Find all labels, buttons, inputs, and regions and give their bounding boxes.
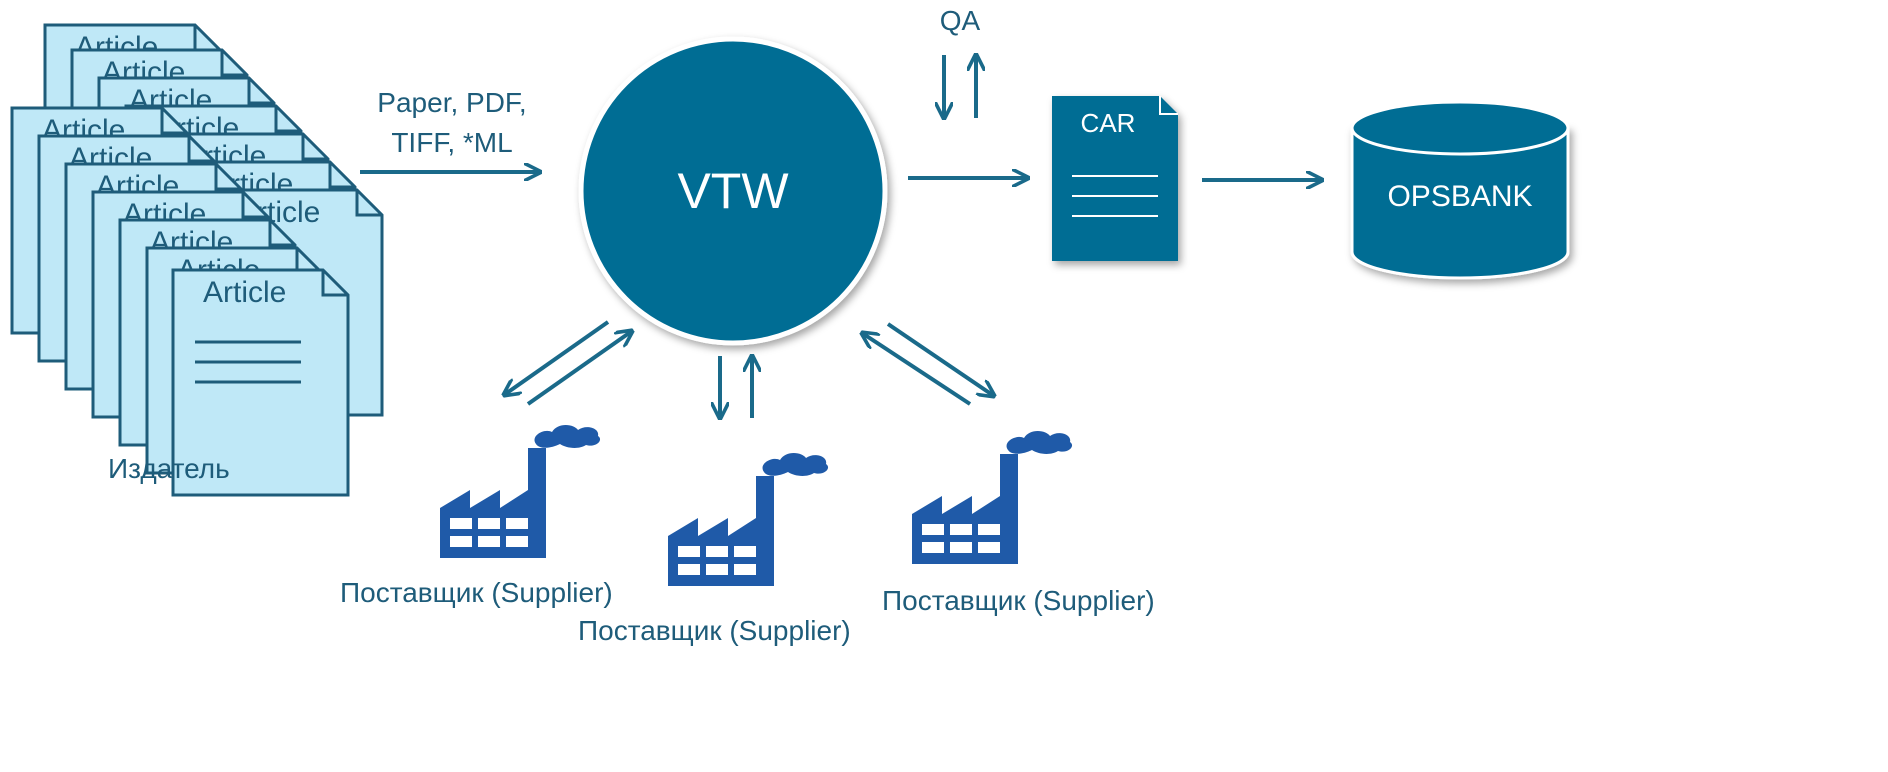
opsbank-database: OPSBANK — [1350, 100, 1570, 280]
supplier2-label: Поставщик (Supplier) — [578, 615, 851, 646]
supplier1-to-vtw-arrow — [526, 331, 632, 406]
publisher-label: Издатель — [108, 453, 230, 484]
supplier2-factory-icon — [668, 453, 829, 586]
opsbank-label: OPSBANK — [1387, 180, 1532, 213]
car-label: CAR — [1081, 108, 1136, 138]
qa-label: QA — [940, 5, 981, 36]
vtw-to-supplier3-arrow — [886, 322, 994, 396]
car-document: CAR — [1052, 96, 1178, 261]
supplier1-label: Поставщик (Supplier) — [340, 577, 613, 608]
supplier3-to-vtw-arrow — [862, 333, 972, 406]
input-formats-line1: Paper, PDF, — [377, 87, 526, 118]
vtw-hub: VTW — [578, 36, 888, 346]
svg-text:Article: Article — [203, 276, 286, 309]
supplier3-label: Поставщик (Supplier) — [882, 585, 1155, 616]
supplier3-factory-icon — [912, 431, 1073, 564]
input-formats-line2: TIFF, *ML — [391, 127, 512, 158]
vtw-label: VTW — [677, 163, 789, 219]
publisher-article-stack: Article Article Article Article Article … — [10, 23, 384, 497]
vtw-to-supplier1-arrow — [504, 320, 610, 395]
supplier1-factory-icon — [440, 425, 601, 558]
